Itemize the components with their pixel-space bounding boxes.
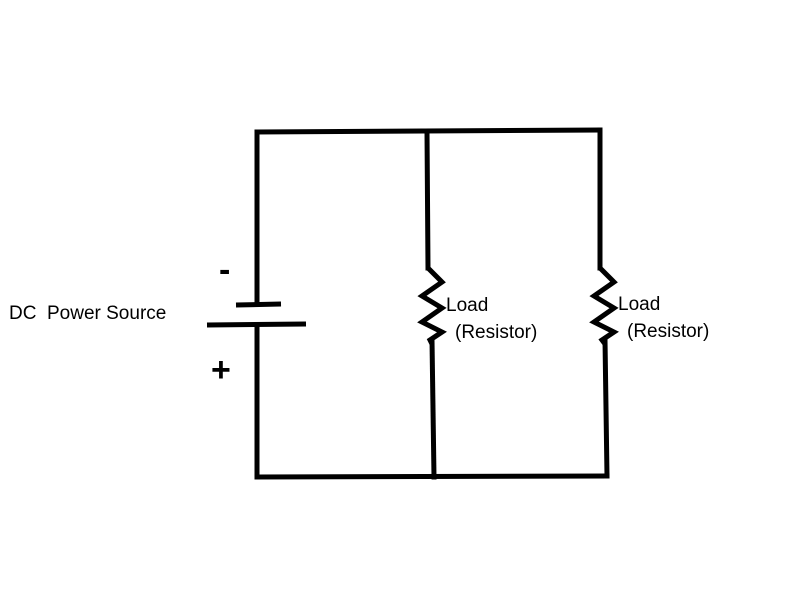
positive-sign: + [211, 351, 231, 389]
wire-middle-upper [424, 129, 431, 271]
wire-right-lower [602, 337, 610, 479]
battery-positive-plate [206, 321, 307, 328]
load-2-sublabel: (Resistor) [627, 321, 709, 342]
load-1-label: Load [446, 295, 488, 316]
negative-sign: - [219, 251, 230, 289]
resistor-1-icon [417, 266, 447, 346]
battery-symbol [206, 301, 307, 328]
load-2-label: Load [618, 294, 660, 315]
resistor-2-icon [589, 266, 619, 346]
load-1-sublabel: (Resistor) [455, 322, 537, 343]
battery-negative-plate [235, 301, 282, 308]
power-source-label: DC Power Source [9, 303, 166, 324]
wire-middle-lower [429, 337, 437, 480]
